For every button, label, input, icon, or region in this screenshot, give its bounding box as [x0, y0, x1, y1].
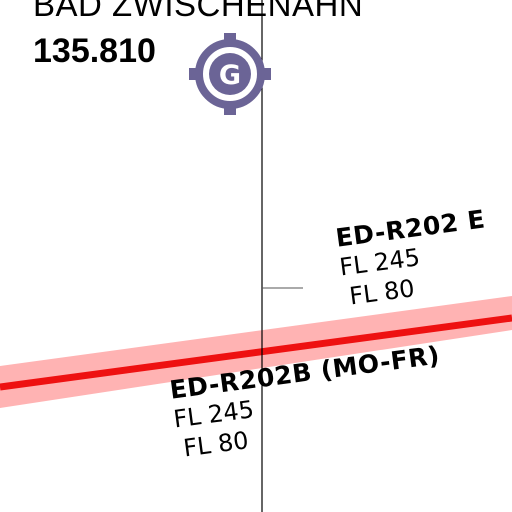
airport-name: BAD ZWISCHENAHN: [33, 0, 364, 23]
airport-frequency: 135.810: [33, 32, 156, 70]
airport-symbol-letter: G: [219, 60, 241, 91]
glider-airport-icon: G: [189, 33, 271, 115]
restricted-area-border: [0, 314, 512, 391]
